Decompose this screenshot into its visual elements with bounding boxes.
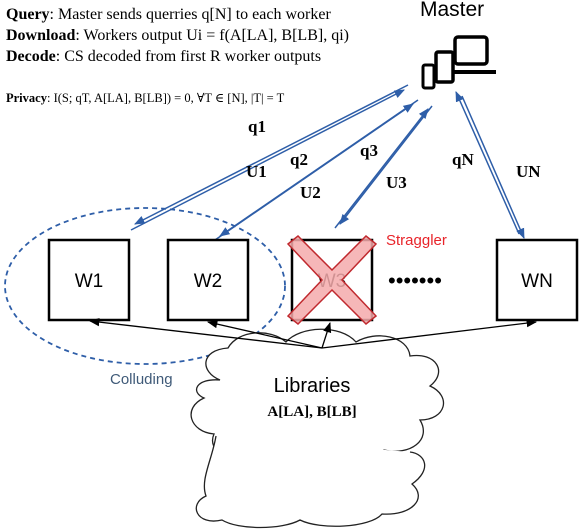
- link-u2: [214, 103, 414, 241]
- decode-label: Decode: [6, 48, 56, 65]
- u2-label: U2: [300, 183, 321, 202]
- libraries-title: Libraries: [274, 375, 351, 397]
- worker-box-n: [495, 238, 579, 322]
- arrow-to-w2: [206, 320, 323, 349]
- privacy-label: Privacy: [6, 91, 47, 105]
- protocol-description: Query: Master sends querries q[N] to eac…: [6, 4, 406, 67]
- worker-label-n: WN: [521, 271, 553, 292]
- libraries-cloud-icon: [190, 328, 445, 529]
- download-label: Download: [6, 27, 76, 44]
- master-title: Master: [420, 0, 485, 21]
- download-text: : Workers output Ui = f(A[LA], B[LB], qi…: [75, 27, 349, 44]
- master-devices-icon: [421, 35, 496, 90]
- link-q1: [134, 84, 409, 225]
- q2-label: q2: [290, 150, 308, 169]
- link-un: [455, 91, 520, 235]
- u3-label: U3: [386, 173, 407, 192]
- arrow-to-wn: [321, 318, 538, 349]
- decode-line: Decode: CS decoded from first R worker o…: [6, 46, 406, 67]
- straggler-cross-icon: [286, 234, 378, 326]
- decode-text: : CS decoded from first R worker outputs: [55, 48, 322, 65]
- library-arrows: [88, 317, 538, 349]
- link-q3: [339, 105, 433, 225]
- query-text: : Master sends querries q[N] to each wor…: [49, 6, 331, 23]
- download-line: Download: Workers output Ui = f(A[LA], B…: [6, 25, 406, 46]
- worker-label-2: W2: [194, 271, 223, 292]
- worker-box-2: [166, 238, 250, 322]
- link-qn: [461, 95, 525, 239]
- worker-label-1: W1: [75, 271, 104, 292]
- u1-label: U1: [246, 162, 267, 181]
- colluding-label: Colluding: [110, 371, 173, 388]
- privacy-text: : I(S; qT, A[LA], B[LB]) = 0, ∀T ∈ [N], …: [46, 91, 285, 105]
- arrow-to-w1: [88, 317, 323, 349]
- link-u1: [130, 89, 405, 231]
- qn-label: qN: [452, 150, 474, 169]
- link-u3: [334, 108, 429, 229]
- q1-label: q1: [248, 117, 266, 136]
- straggler-label: Straggler: [386, 232, 447, 249]
- communication-links: [130, 84, 525, 241]
- query-line: Query: Master sends querries q[N] to eac…: [6, 4, 406, 25]
- worker-box-1: [47, 238, 131, 322]
- colluding-ellipse: [4, 207, 286, 365]
- libraries-content: A[LA], B[LB]: [267, 404, 356, 420]
- query-label: Query: [6, 6, 50, 23]
- privacy-line: Privacy: I(S; qT, A[LA], B[LB]) = 0, ∀T …: [6, 90, 284, 106]
- un-label: UN: [516, 162, 541, 181]
- arrow-to-w3: [321, 322, 332, 349]
- q3-label: q3: [360, 141, 378, 160]
- worker-ellipsis: •••••••: [388, 268, 442, 293]
